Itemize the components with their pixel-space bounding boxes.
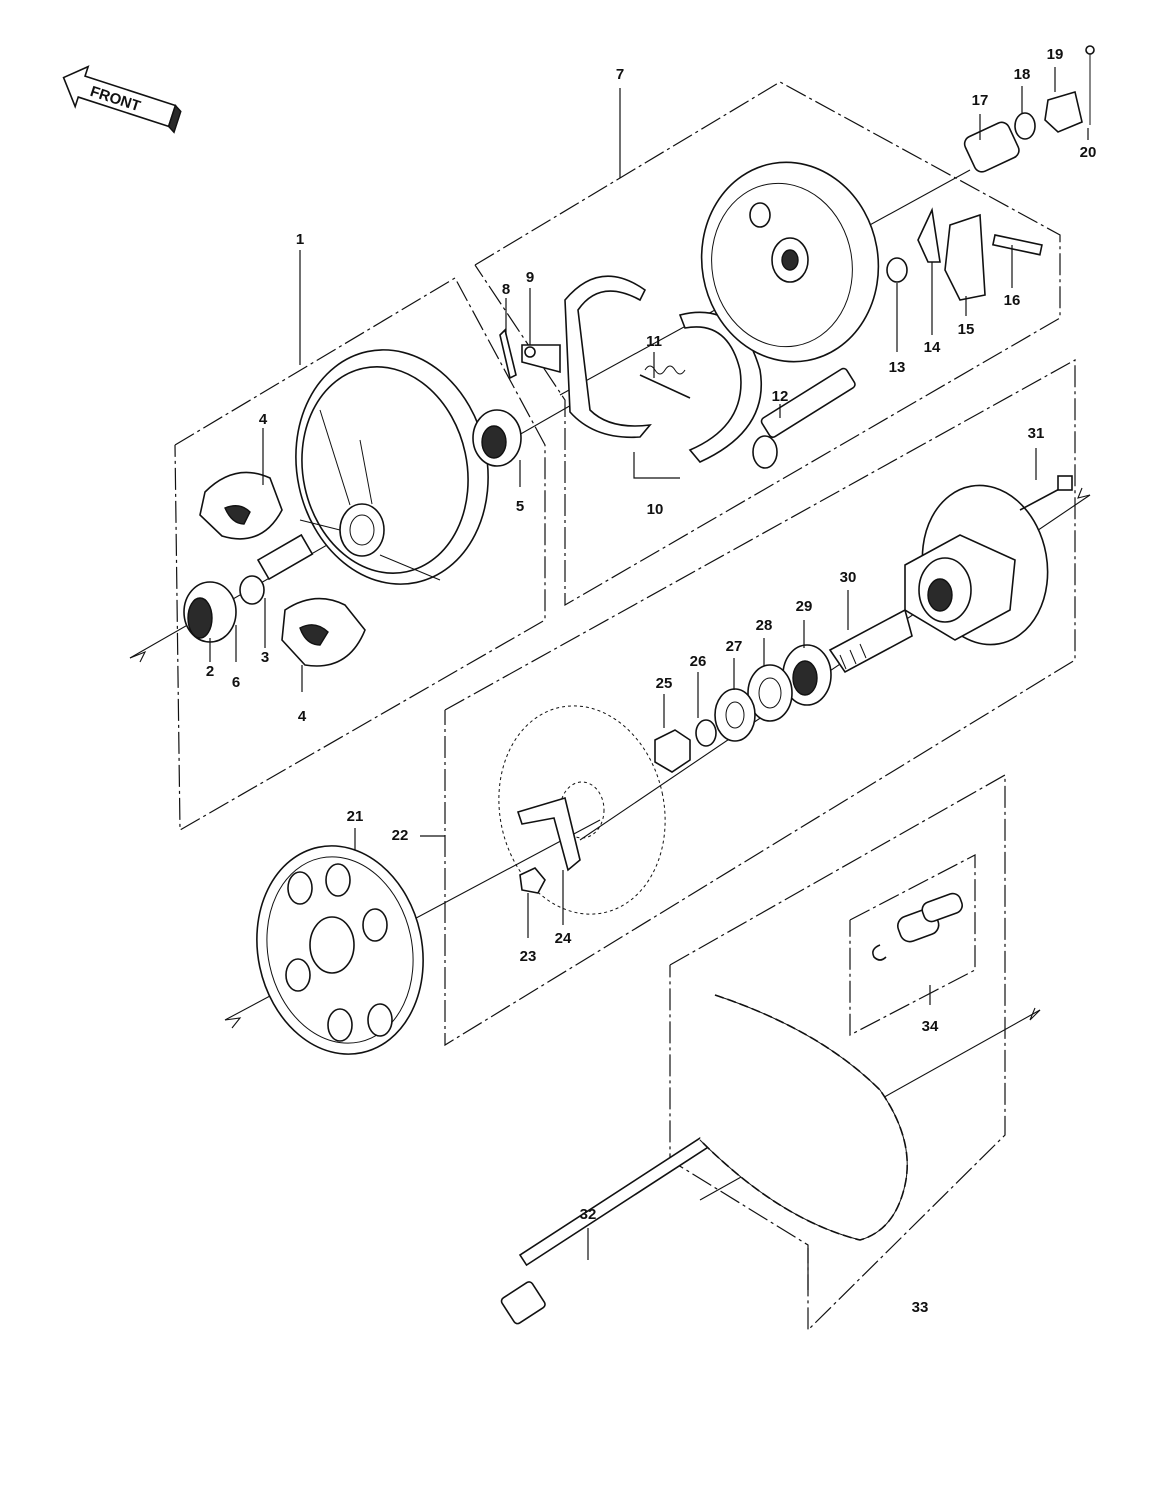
callout-13: 13 xyxy=(889,359,906,376)
callout-15: 15 xyxy=(958,321,975,338)
callout-6: 6 xyxy=(232,674,240,691)
centerlines xyxy=(129,169,1091,1201)
callout-10: 10 xyxy=(647,501,664,518)
callout-30: 30 xyxy=(840,569,857,586)
small-brake-parts xyxy=(499,45,1095,380)
wheel-hub-drawing xyxy=(295,349,489,585)
callout-25: 25 xyxy=(656,675,673,692)
callout-20: 20 xyxy=(1080,144,1097,161)
callout-14: 14 xyxy=(924,339,941,356)
camshaft-drawing xyxy=(752,367,856,469)
rear-sprocket-21-drawing xyxy=(256,845,424,1055)
callout-32: 32 xyxy=(580,1206,597,1223)
group-frames xyxy=(174,81,1076,1332)
bearing-parts-left xyxy=(183,533,314,643)
callout-34: 34 xyxy=(922,1018,939,1035)
frame-sprocket-group xyxy=(444,358,1076,1047)
callout-4a: 4 xyxy=(259,411,268,428)
callout-2: 2 xyxy=(206,663,214,680)
front-arrow-icon: FRONT xyxy=(62,65,182,134)
callout-4b: 4 xyxy=(298,708,307,725)
callout-27: 27 xyxy=(726,638,743,655)
frame-hub-group xyxy=(174,277,546,832)
callout-7: 7 xyxy=(616,66,624,83)
callout-9: 9 xyxy=(526,269,534,286)
callout-24: 24 xyxy=(555,930,572,947)
bearing-5-drawing xyxy=(472,409,522,467)
callout-18: 18 xyxy=(1014,66,1031,83)
callout-12: 12 xyxy=(772,388,789,405)
bearing-stack-drawing xyxy=(654,644,832,773)
callout-8: 8 xyxy=(502,281,510,298)
damper-drawings xyxy=(199,471,366,667)
drive-chain-drawing xyxy=(699,994,908,1241)
callout-11: 11 xyxy=(646,333,662,350)
callout-33: 33 xyxy=(912,1299,929,1316)
callout-19: 19 xyxy=(1047,46,1064,63)
callout-28: 28 xyxy=(756,617,773,634)
leader-lines xyxy=(209,67,1089,1290)
callout-labels: 1 2 3 4 4 5 6 7 8 9 10 11 12 13 14 15 16… xyxy=(206,46,1097,1316)
callout-3: 3 xyxy=(261,649,269,666)
sprocket-hub-drawing xyxy=(828,475,1073,674)
callout-26: 26 xyxy=(690,653,707,670)
callout-16: 16 xyxy=(1004,292,1021,309)
frame-brake-group xyxy=(474,81,1061,607)
callout-21: 21 xyxy=(347,808,364,825)
axle-32-drawing xyxy=(500,1123,729,1325)
callout-23: 23 xyxy=(520,948,537,965)
callout-29: 29 xyxy=(796,598,813,615)
rear-sprocket-22-drawing xyxy=(498,705,666,915)
callout-22: 22 xyxy=(392,827,409,844)
callout-1: 1 xyxy=(296,231,304,248)
callout-31: 31 xyxy=(1028,425,1045,442)
master-link-drawing xyxy=(872,892,963,961)
callout-17: 17 xyxy=(972,92,989,109)
brake-panel-drawing xyxy=(700,161,880,363)
frame-master-link xyxy=(849,854,976,1036)
callout-5: 5 xyxy=(516,498,524,515)
